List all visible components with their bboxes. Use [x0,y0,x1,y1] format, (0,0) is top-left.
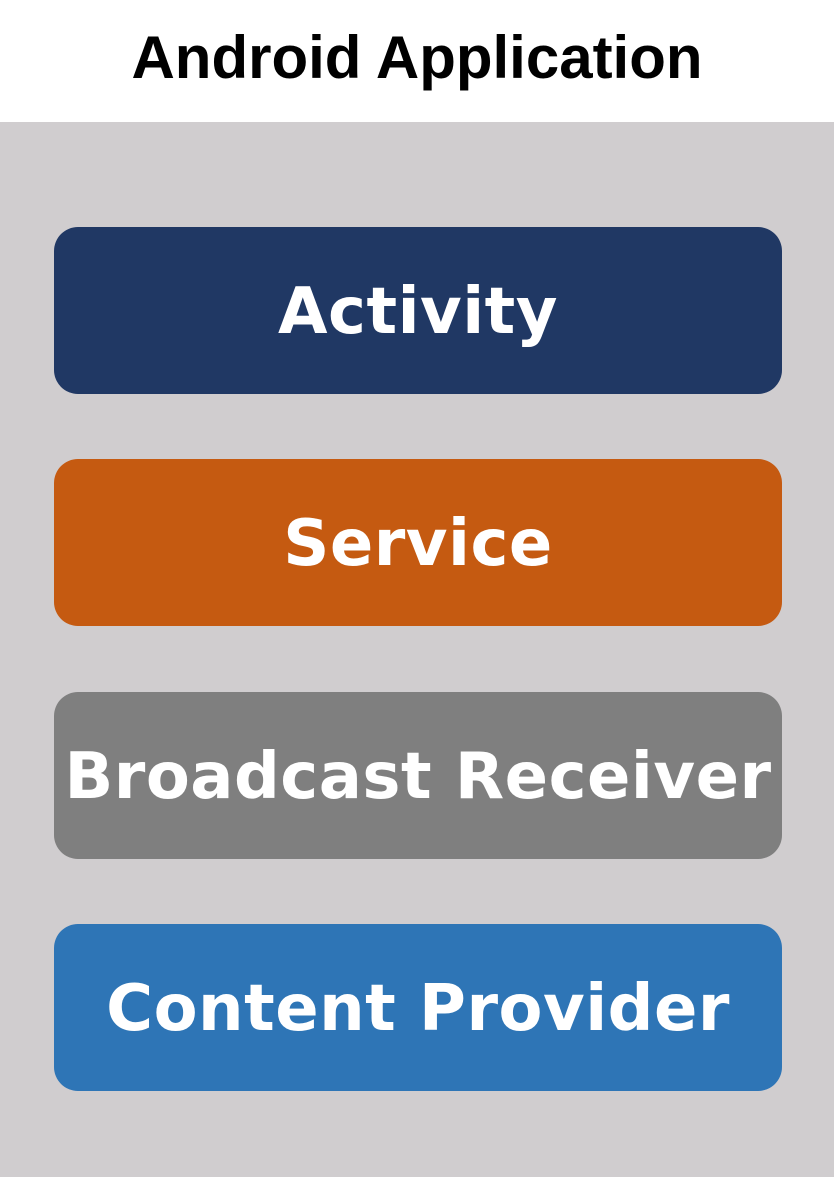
application-container: Activity Service Broadcast Receiver Cont… [0,122,834,1177]
activity-label: Activity [278,274,558,349]
diagram-title: Android Application [131,24,703,91]
service-label: Service [283,506,553,581]
content-provider-label: Content Provider [106,971,730,1046]
service-component: Service [54,459,782,626]
content-provider-component: Content Provider [54,924,782,1091]
diagram-header: Android Application [0,0,834,122]
broadcast-receiver-label: Broadcast Receiver [64,739,772,814]
broadcast-receiver-component: Broadcast Receiver [54,692,782,859]
activity-component: Activity [54,227,782,394]
